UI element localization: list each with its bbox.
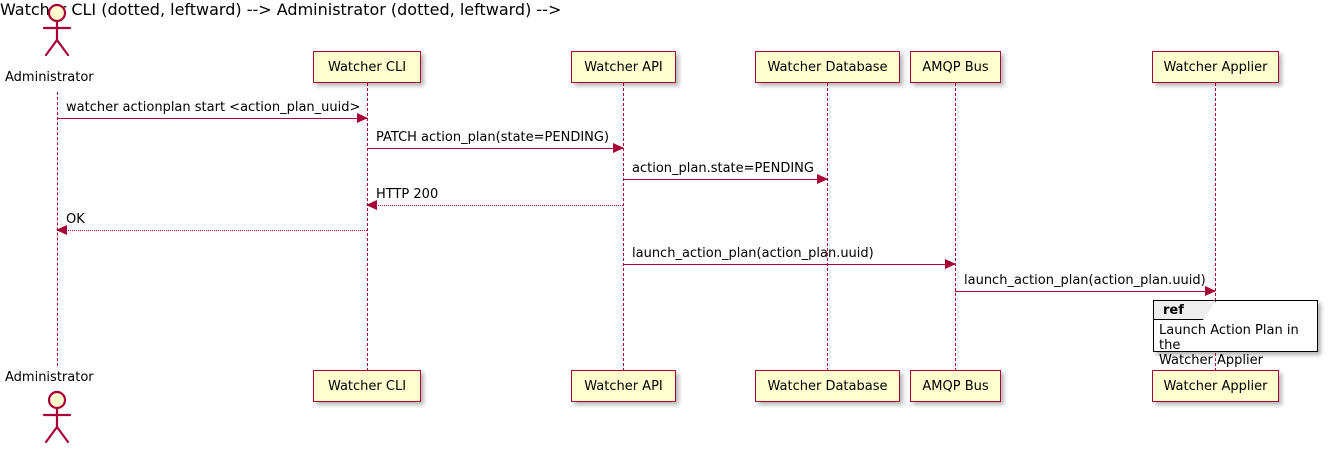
ref-fragment-text: Launch Action Plan in the Watcher Applie… xyxy=(1159,323,1313,368)
ref-fragment-text-line-1: Launch Action Plan in the xyxy=(1159,323,1299,353)
participant-amqp-bus-top[interactable]: AMQP Bus xyxy=(910,51,1001,83)
arrowhead-right-icon xyxy=(613,143,624,153)
ref-fragment-keyword: ref xyxy=(1154,301,1216,320)
participant-watcher-api-bottom[interactable]: Watcher API xyxy=(571,370,676,402)
ref-fragment-text-line-2: Watcher Applier xyxy=(1159,353,1263,368)
arrowhead-right-icon xyxy=(357,113,368,123)
message-line-6 xyxy=(623,264,955,265)
actor-label-administrator-top: Administrator xyxy=(5,70,94,85)
message-line-3 xyxy=(623,179,827,180)
arrowhead-left-icon xyxy=(56,225,67,235)
arrowhead-right-icon xyxy=(817,174,828,184)
message-label-3: action_plan.state=PENDING xyxy=(632,161,814,176)
lifeline-watcher-database xyxy=(827,83,828,371)
message-label-2: PATCH action_plan(state=PENDING) xyxy=(376,130,610,145)
message-label-1: watcher actionplan start <action_plan_uu… xyxy=(66,100,361,115)
participant-watcher-api-top[interactable]: Watcher API xyxy=(571,51,676,83)
message-label-7: launch_action_plan(action_plan.uuid) xyxy=(964,273,1206,288)
arrowhead-left-icon xyxy=(366,200,377,210)
lifeline-watcher-applier xyxy=(1215,83,1216,371)
participant-watcher-database-top[interactable]: Watcher Database xyxy=(755,51,900,83)
arrowhead-right-icon xyxy=(1205,286,1216,296)
ref-fragment[interactable]: ref Launch Action Plan in the Watcher Ap… xyxy=(1153,300,1318,368)
participant-watcher-cli-top[interactable]: Watcher CLI xyxy=(313,51,421,83)
lifeline-watcher-cli xyxy=(367,83,368,371)
participant-amqp-bus-bottom[interactable]: AMQP Bus xyxy=(910,370,1001,402)
actor-administrator-bottom xyxy=(36,390,78,444)
message-label-5: OK xyxy=(66,212,85,227)
message-line-5 xyxy=(57,230,367,231)
participant-watcher-applier-top[interactable]: Watcher Applier xyxy=(1152,51,1279,83)
message-line-7 xyxy=(955,291,1215,292)
participant-watcher-applier-bottom[interactable]: Watcher Applier xyxy=(1152,370,1279,402)
actor-label-administrator-bottom: Administrator xyxy=(5,370,94,385)
lifeline-watcher-api xyxy=(623,83,624,371)
participant-watcher-database-bottom[interactable]: Watcher Database xyxy=(755,370,900,402)
actor-administrator-top xyxy=(36,3,78,57)
participant-watcher-cli-bottom[interactable]: Watcher CLI xyxy=(313,370,421,402)
message-label-6: launch_action_plan(action_plan.uuid) xyxy=(632,246,874,261)
message-label-4: HTTP 200 xyxy=(376,187,439,202)
message-line-2 xyxy=(367,148,623,149)
message-line-1 xyxy=(57,118,367,119)
message-line-4 xyxy=(367,205,623,206)
arrowhead-right-icon xyxy=(945,259,956,269)
lifeline-amqp-bus xyxy=(955,83,956,371)
